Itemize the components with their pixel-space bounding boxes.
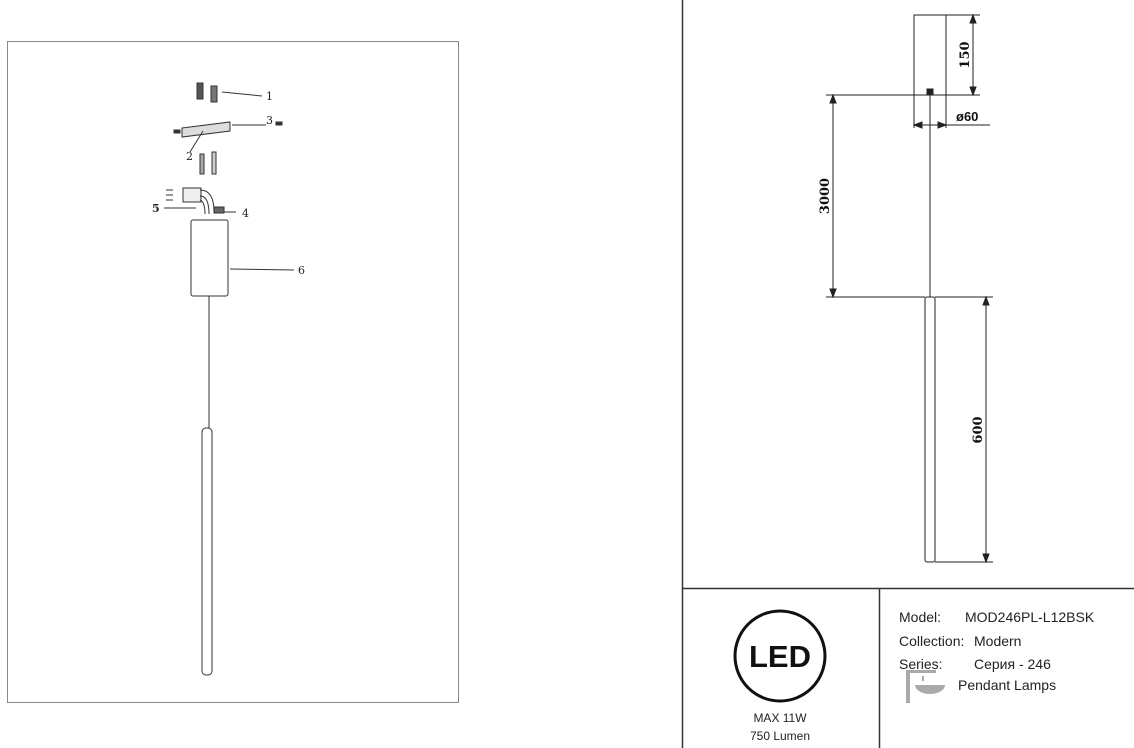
tube-outline [924, 296, 936, 563]
category-label: Pendant Lamps [958, 677, 1057, 693]
dim-canopy-height: 150 [958, 41, 973, 68]
pendant-lamp-icon [906, 670, 945, 703]
callout-3: 3 [266, 114, 273, 127]
part-canopy [190, 219, 229, 297]
callout-labels: 1 2 3 4 5 6 [152, 90, 305, 277]
model-value: MOD246PL-L12BSK [965, 609, 1095, 625]
callout-4: 4 [242, 207, 249, 220]
lumen-rating: 750 Lumen [749, 729, 811, 743]
series-label: Series: [899, 656, 943, 672]
part-bracket [173, 121, 283, 153]
model-label: Model: [899, 609, 942, 625]
callout-5: 5 [152, 202, 160, 215]
dim-canopy-diameter: ø60 [956, 109, 978, 124]
exploded-view-frame [7, 41, 459, 703]
svg-text:LED: LED [749, 639, 811, 674]
part-tube [201, 427, 213, 676]
part-screws [196, 82, 263, 103]
dim-cable-length: 3000 [818, 178, 833, 214]
dim-tube-length: 600 [971, 416, 986, 443]
dimension-labels: 150 ø60 3000 600 [818, 41, 986, 443]
part-terminal [164, 187, 236, 215]
callout-2: 2 [186, 150, 193, 163]
collection-value: Modern [974, 633, 1022, 649]
dimension-drawing [826, 13, 993, 564]
canopy-outline [913, 14, 947, 96]
collection-label: Collection: [899, 633, 965, 649]
led-logo: LED [733, 609, 827, 703]
exploded-view [164, 82, 295, 676]
callout-1: 1 [266, 90, 273, 103]
series-value: Серия - 246 [974, 656, 1051, 672]
power-rating: MAX 11W [753, 711, 807, 725]
callout-6: 6 [298, 264, 305, 277]
